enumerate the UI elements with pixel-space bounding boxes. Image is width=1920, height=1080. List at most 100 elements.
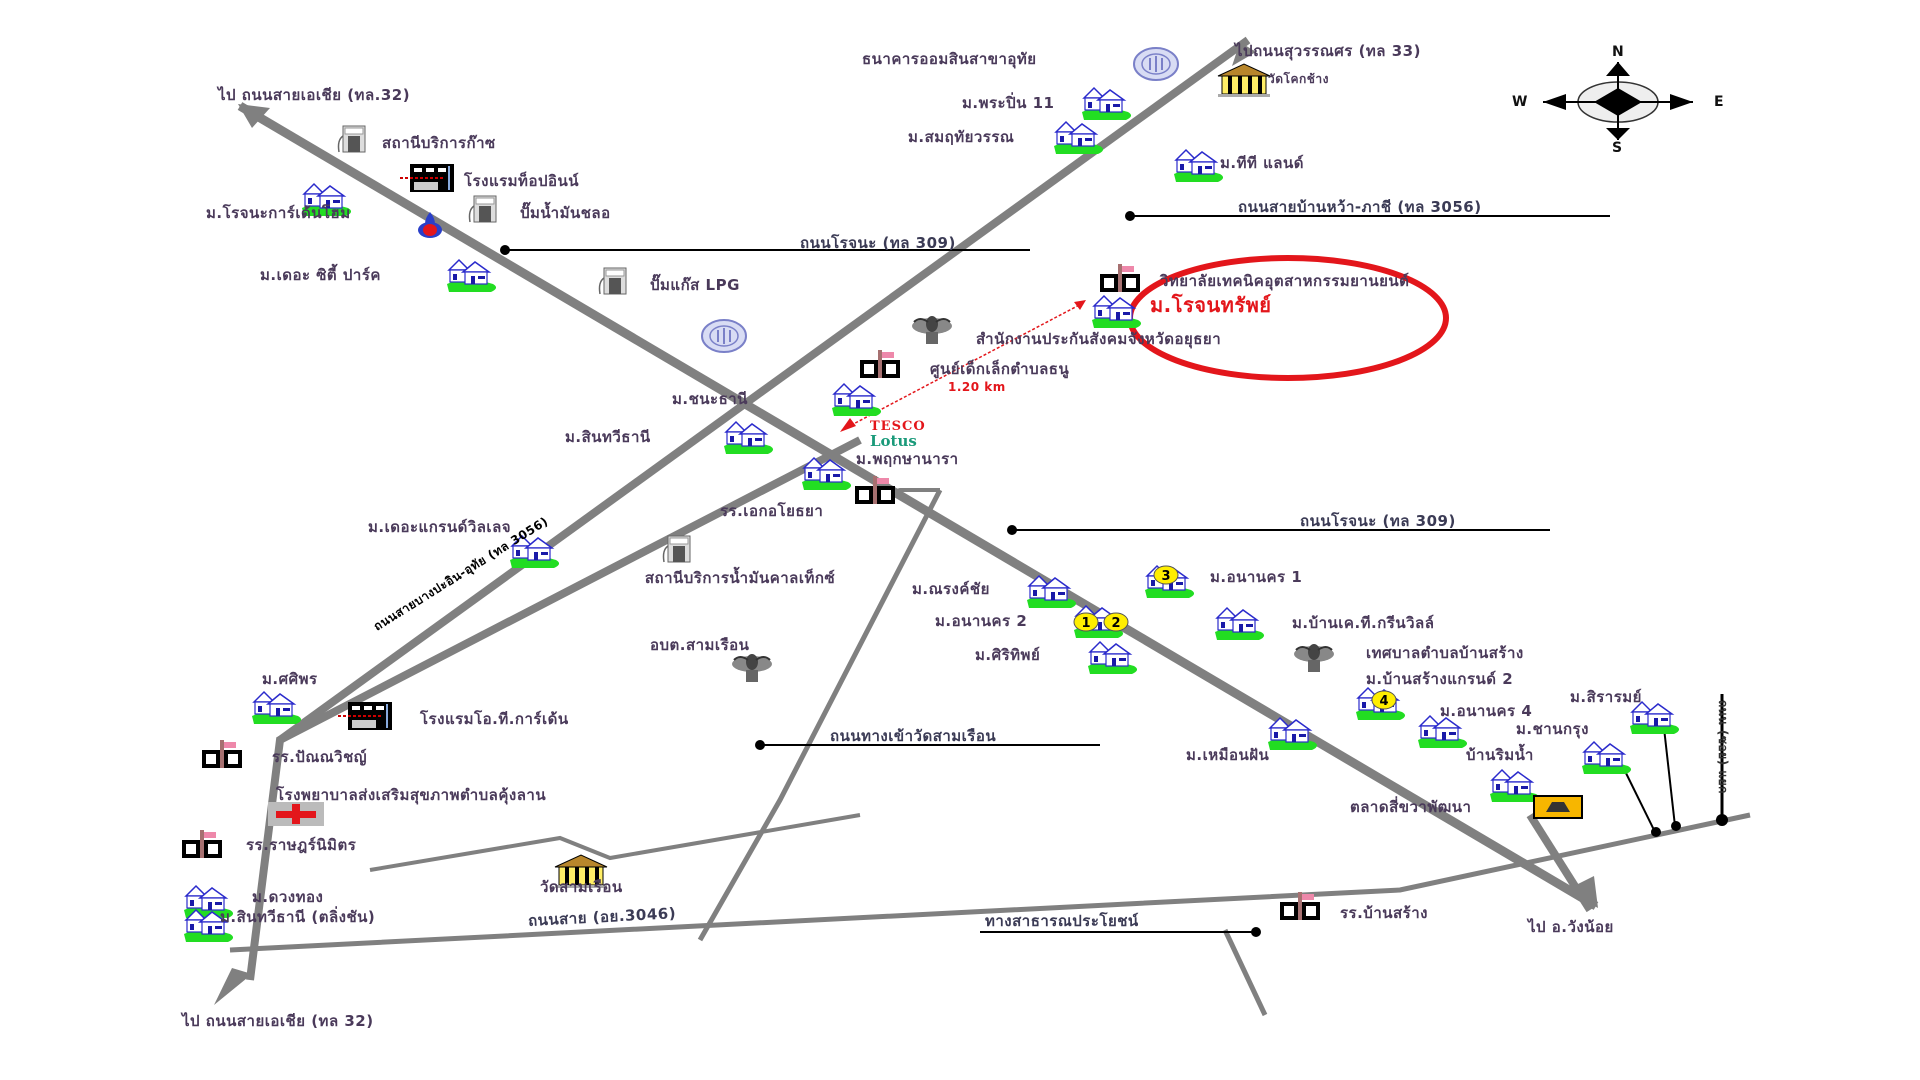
badge-number: 3 — [1161, 569, 1170, 584]
gas-pump-icon — [337, 125, 366, 153]
compass-east: E — [1714, 94, 1724, 110]
junction-dot — [1716, 814, 1728, 826]
compass-rose — [1543, 62, 1693, 140]
distance-arrow-top — [1074, 300, 1086, 310]
distance-label: 1.20 km — [948, 380, 1006, 394]
badge-3 — [1153, 565, 1179, 585]
road-label-3056: ถนนสายบ้านหว้า-ภาชี (ทล 3056) — [1238, 198, 1482, 216]
house-icon — [1087, 641, 1138, 675]
direction-asia-hwy-north: ไป ถนนสายเอเชีย (ทล.32) — [218, 86, 411, 104]
direction-wang-noi: ไป อ.วังน้อย — [1528, 918, 1614, 936]
house-icon — [1581, 741, 1632, 775]
place-wat-sam-ruean: วัดสามเรือน — [540, 878, 623, 896]
school-icon — [1100, 264, 1140, 292]
house-icon — [1214, 607, 1265, 641]
garuda-icon — [1293, 643, 1335, 673]
place-child-center: ศูนย์เด็กเล็กตำบลธนู — [930, 360, 1070, 378]
place-gov-savings-bank: ธนาคารออมสินสาขาอุทัย — [862, 50, 1037, 68]
road-wat-loop — [369, 813, 861, 872]
place-tt-land: ม.ทีที แลนด์ — [1220, 154, 1304, 172]
place-muean-fan: ม.เหมือนฝัน — [1186, 746, 1270, 764]
leader-siraram — [1663, 727, 1676, 827]
place-obt-sam-ruean: อบต.สามเรือน — [650, 636, 750, 654]
place-somruthai: ม.สมฤทัยวรรณ — [908, 128, 1015, 146]
market-icon — [1533, 795, 1583, 819]
road-southwest — [246, 436, 862, 981]
tesco-text: TESCO — [870, 419, 926, 434]
place-panyawit-school: รร.ปัณณวิชญ์ — [272, 748, 368, 766]
house-icon — [1081, 87, 1132, 121]
place-ban-sang-grand-2: ม.บ้านสร้างแกรนด์ 2 — [1366, 670, 1514, 688]
badge-2 — [1103, 612, 1129, 632]
place-ekayothaya-school: รร.เอกอโยธยา — [720, 502, 824, 520]
junction-dot — [1251, 927, 1261, 937]
place-caltex-station: สถานีบริการน้ำมันคาลเท็กซ์ — [644, 569, 836, 587]
house-icon — [1173, 149, 1224, 183]
ptt-flame-icon — [418, 212, 442, 238]
place-highlight-rojanasap[interactable]: ม.โรจนทรัพย์ — [1150, 293, 1272, 317]
junction-dot — [755, 740, 765, 750]
distance-line — [841, 301, 1086, 431]
place-ot-garden-hotel: โรงแรมโอ.ที.การ์เด้น — [420, 710, 569, 728]
hotel-icon — [399, 163, 455, 193]
house-icon — [1629, 701, 1680, 735]
school-icon — [855, 476, 895, 504]
house-icon — [1489, 769, 1540, 803]
arrow-nw — [238, 104, 270, 128]
direction-asia-hwy-south: ไป ถนนสายเอเชีย (ทล 32) — [182, 1012, 374, 1030]
road-suwannasorn — [277, 36, 1251, 744]
place-lpg-pump: ปั๊มแก๊ส LPG — [650, 276, 740, 294]
place-sinthawathani-talingchan: ม.สินทวีธานี (ตลิ่งชัน) — [220, 908, 376, 926]
place-duangthong: ม.ดวงทอง — [252, 888, 324, 906]
place-tech-college: วิทยาลัยเทคนิคอุตสาหกรรมยานยนต์ — [1160, 272, 1410, 290]
badge-number: 1 — [1081, 616, 1090, 631]
tesco-lotus-logo: TESCO Lotus — [870, 419, 926, 450]
junction-dot — [1125, 211, 1135, 221]
road-label-wat-access: ถนนทางเข้าวัดสามเรือน — [830, 727, 997, 745]
road-public — [1222, 928, 1268, 1017]
place-sinthawathani: ม.สินทวีธานี — [565, 428, 651, 446]
badge-4 — [1371, 690, 1397, 710]
direction-suwannasorn: ไปถนนสุวรรณศร (ทล 33) — [1235, 42, 1421, 60]
place-sasiphorn: ม.ศศิพร — [262, 670, 318, 688]
place-pruksa-nara: ม.พฤกษานารา — [856, 450, 959, 468]
road-wang-noi — [1526, 812, 1594, 913]
place-ban-rim-nam: บ้านริมน้ำ — [1466, 746, 1534, 764]
road-label-vertical-lane: ถนน (ซอย) แยก — [1716, 700, 1730, 794]
house-icon — [1417, 715, 1468, 749]
distance-arrow-bottom — [840, 418, 856, 432]
road-label-rojana-mid: ถนนโรจนะ (ทล 309) — [1300, 512, 1456, 530]
place-top-inn-hotel: โรงแรมท็อปอินน์ — [464, 172, 579, 190]
garuda-icon — [911, 315, 953, 345]
badge-number: 2 — [1111, 616, 1120, 631]
place-narongchai: ม.ณรงค์ชัย — [912, 580, 990, 598]
school-icon — [202, 740, 242, 768]
house-icon — [446, 259, 497, 293]
place-market: ตลาดสี่ขวาพัฒนา — [1350, 798, 1472, 816]
leader-chanakrung — [1621, 764, 1656, 833]
road-label-rojana-top: ถนนโรจนะ (ทล 309) — [800, 234, 956, 252]
place-phraphin-11: ม.พระปิ่น 11 — [962, 94, 1055, 112]
place-siraram: ม.สิรารมย์ — [1570, 688, 1642, 706]
place-chanathani: ม.ชนะธานี — [672, 390, 748, 408]
place-ananakorn-2: ม.อนานคร 2 — [935, 612, 1028, 630]
junction-dot — [1651, 827, 1661, 837]
house-icon — [251, 691, 302, 725]
road-asia-hwy-nw — [237, 102, 1599, 910]
badge-1 — [1073, 612, 1099, 632]
place-social-security: สำนักงานประกันสังคมจังหวัดอยุธยา — [976, 330, 1222, 348]
place-ratrat-school: รร.ราษฎร์นิมิตร — [246, 836, 357, 854]
junction-dot — [500, 245, 510, 255]
house-icon — [1053, 121, 1104, 155]
school-icon — [182, 830, 222, 858]
arrow-ne — [1232, 42, 1256, 66]
hospital-icon — [268, 802, 324, 826]
junction-dot — [1671, 821, 1681, 831]
compass-west: W — [1512, 94, 1528, 110]
road-3046 — [229, 812, 1751, 953]
place-ananakorn-4: ม.อนานคร 4 — [1440, 702, 1533, 720]
lotus-text: Lotus — [870, 432, 917, 450]
school-icon — [860, 350, 900, 378]
place-chanakrung: ม.ชานกรุง — [1516, 720, 1589, 738]
